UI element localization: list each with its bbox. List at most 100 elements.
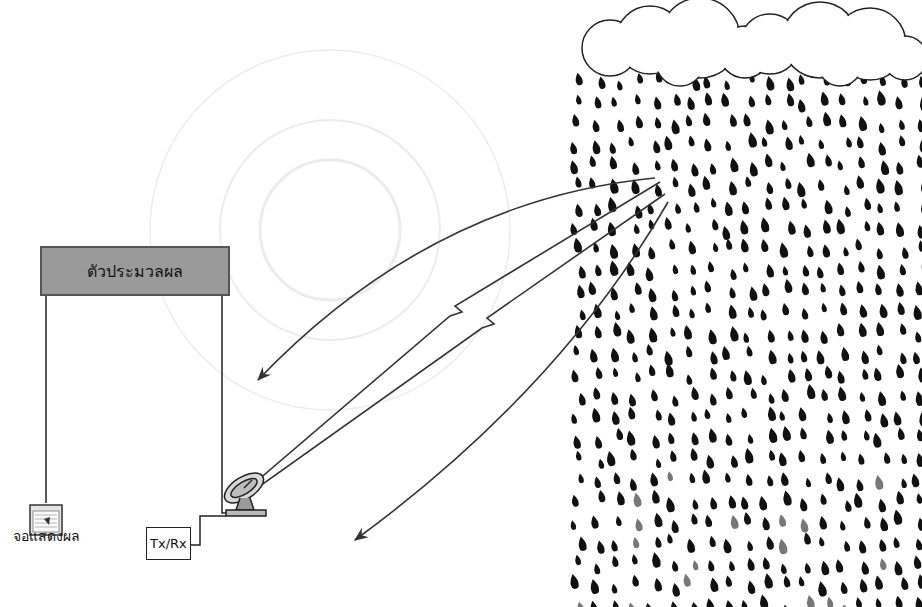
raindrop — [784, 136, 794, 151]
raindrop — [763, 572, 774, 589]
raindrop — [611, 583, 618, 594]
raindrop — [724, 433, 733, 446]
raindrop — [785, 77, 795, 92]
raindrop — [667, 432, 675, 445]
raindrop — [684, 114, 692, 127]
raindrop — [786, 368, 796, 383]
raindrop — [777, 451, 787, 466]
raindrop — [796, 98, 806, 113]
raindrop — [690, 386, 700, 401]
raindrop — [746, 557, 756, 571]
raindrop — [611, 321, 622, 337]
raindrop — [835, 218, 846, 235]
raindrop — [819, 452, 827, 464]
raindrop — [655, 458, 662, 469]
raindrop — [727, 495, 737, 510]
raindrop — [818, 515, 828, 530]
raindrop — [836, 370, 846, 384]
raindrop — [763, 153, 773, 168]
raindrop — [625, 430, 636, 447]
raindrop — [591, 139, 601, 154]
raindrop — [916, 517, 922, 532]
raindrop — [840, 346, 850, 361]
raindrop — [747, 306, 755, 318]
raindrop — [609, 347, 620, 363]
raindrop — [863, 409, 872, 423]
raindrop — [843, 184, 851, 195]
raindrop — [918, 75, 922, 88]
raindrop — [592, 303, 603, 319]
raindrop — [610, 410, 620, 425]
raindrop — [805, 477, 812, 487]
raindrop — [739, 219, 750, 235]
raindrop — [826, 412, 834, 423]
raindrop — [578, 309, 586, 321]
raindrop — [914, 538, 922, 551]
raindrop — [892, 411, 902, 426]
raindrop — [821, 111, 832, 127]
raindrop — [842, 246, 849, 257]
raindrop — [835, 322, 845, 337]
raindrop — [727, 180, 738, 196]
raindrop — [593, 435, 602, 449]
raindrop — [873, 474, 884, 490]
raindrop — [746, 540, 754, 551]
raindrop — [824, 429, 835, 445]
raindrop — [798, 135, 805, 145]
raindrop — [605, 450, 616, 467]
raindrop — [634, 115, 644, 129]
connector-line — [45, 296, 47, 503]
raindrop — [701, 175, 711, 190]
clouds — [582, 0, 922, 86]
raindrop — [666, 412, 676, 427]
raindrop — [587, 281, 597, 296]
raindrop — [761, 516, 771, 531]
raindrop — [636, 72, 644, 84]
raindrop — [628, 302, 635, 313]
raindrop — [671, 582, 681, 597]
raindrop — [879, 412, 890, 428]
raindrop — [782, 575, 791, 588]
raindrop — [838, 284, 847, 297]
raindrop — [742, 332, 750, 343]
raindrop — [892, 509, 903, 526]
raindrop — [666, 471, 673, 482]
raindrop — [845, 136, 853, 148]
raindrop — [590, 515, 600, 530]
raindrop — [857, 260, 865, 273]
raindrop — [627, 393, 636, 407]
raindrop — [843, 540, 851, 552]
raindrop — [898, 135, 906, 147]
raindrop — [669, 327, 676, 337]
raindrop — [800, 198, 807, 209]
raindrop — [728, 113, 737, 127]
raindrop — [724, 599, 735, 607]
raindrop — [757, 495, 768, 511]
raindrop — [784, 177, 792, 189]
raindrop — [767, 427, 778, 444]
raindrop — [710, 197, 717, 208]
raindrop — [857, 156, 866, 169]
raindrop — [893, 201, 901, 213]
raindrop — [742, 262, 749, 273]
raindrop — [648, 305, 658, 321]
raindrop — [572, 237, 583, 253]
raindrop — [654, 536, 662, 548]
raindrop — [780, 563, 788, 575]
raindrop — [688, 308, 695, 319]
raindrop — [802, 224, 812, 239]
raindrop — [591, 119, 600, 133]
raindrop — [631, 574, 640, 587]
raindrop — [786, 220, 796, 235]
raindrop — [759, 309, 767, 321]
raindrop — [783, 278, 793, 293]
raindrop — [824, 154, 833, 167]
node-label: ตัวประมวลผล — [87, 259, 183, 284]
raindrop — [782, 265, 789, 276]
raindrop — [650, 388, 659, 401]
raindrop — [625, 328, 636, 344]
raindrop — [749, 387, 757, 399]
raindrop — [728, 560, 736, 572]
raindrop — [806, 245, 815, 258]
